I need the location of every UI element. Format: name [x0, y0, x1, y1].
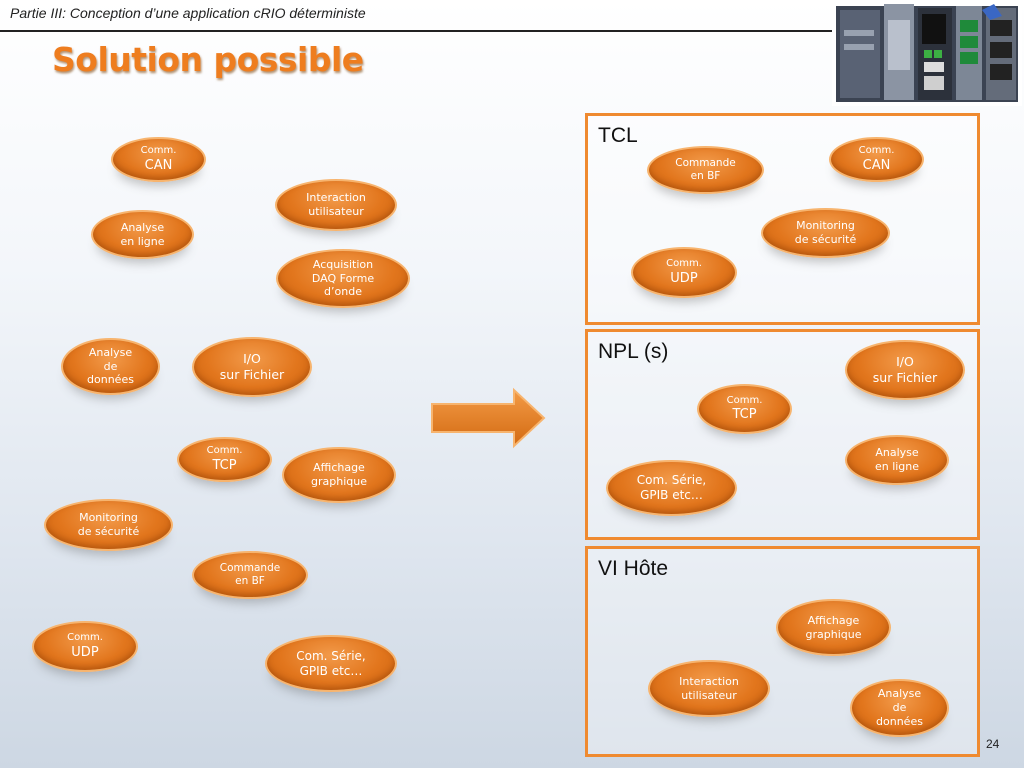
box-vi-hote: VI Hôte: [585, 546, 980, 757]
bubble-monitoring-securite: Monitoring de sécurité: [44, 499, 173, 551]
box-label: TCL: [598, 124, 638, 147]
tcl-bubble-comm-udp: Comm. UDP: [631, 247, 737, 298]
slide-title: Solution possible: [52, 40, 364, 79]
bubble-interaction-utilisateur: Interaction utilisateur: [275, 179, 397, 231]
right-arrow-icon: [431, 387, 546, 449]
box-label: VI Hôte: [598, 557, 669, 580]
bubble-comm-udp: Comm. UDP: [32, 621, 138, 672]
vi-bubble-interaction-utilisateur: Interaction utilisateur: [648, 660, 770, 717]
slide-subtitle: Partie III: Conception d’une application…: [10, 5, 366, 21]
box-label: NPL (s): [598, 340, 669, 363]
bubble-commande-en-bf: Commande en BF: [192, 551, 308, 599]
bubble-small-label: Comm.: [140, 145, 177, 157]
vi-bubble-analyse-de-donnees: Analyse de données: [850, 679, 949, 737]
tcl-bubble-comm-can: Comm. CAN: [829, 137, 924, 182]
bubble-io-sur-fichier: I/O sur Fichier: [192, 337, 312, 397]
bubble-comm-tcp: Comm. TCP: [177, 437, 272, 482]
crio-device-image: [832, 0, 1022, 106]
bubble-acquisition-daq: Acquisition DAQ Forme d’onde: [276, 249, 410, 308]
bubble-analyse-en-ligne: Analyse en ligne: [91, 210, 194, 259]
page-number: 24: [986, 737, 1000, 751]
tcl-bubble-commande-en-bf: Commande en BF: [647, 146, 764, 194]
tcl-bubble-monitoring-securite: Monitoring de sécurité: [761, 208, 890, 258]
npl-bubble-com-serie-gpib: Com. Série, GPIB etc…: [606, 460, 737, 516]
bubble-com-serie-gpib: Com. Série, GPIB etc…: [265, 635, 397, 692]
header-rule: [0, 30, 832, 32]
npl-bubble-analyse-en-ligne: Analyse en ligne: [845, 435, 949, 485]
crio-controller-photo: [836, 4, 1018, 102]
npl-bubble-io-sur-fichier: I/O sur Fichier: [845, 340, 965, 400]
npl-bubble-comm-tcp: Comm. TCP: [697, 384, 792, 434]
bubble-comm-can: Comm. CAN: [111, 137, 206, 182]
bubble-affichage-graphique: Affichage graphique: [282, 447, 396, 503]
vi-bubble-affichage-graphique: Affichage graphique: [776, 599, 891, 656]
bubble-main-label: CAN: [144, 157, 173, 173]
bubble-analyse-de-donnees: Analyse de données: [61, 338, 160, 395]
